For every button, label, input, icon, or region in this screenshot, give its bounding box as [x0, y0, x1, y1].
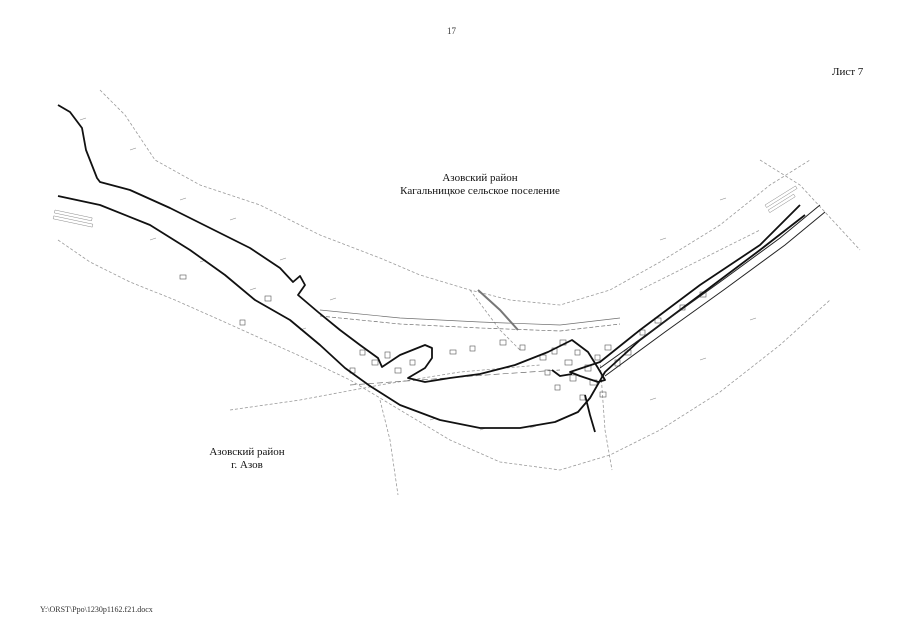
- boundary-connector: [551, 369, 573, 377]
- boundary-upper: [57, 104, 801, 383]
- survey-line-crossing-a: [469, 289, 521, 351]
- boundary-offshoot: [584, 394, 596, 433]
- region-north-line1: Азовский район: [442, 172, 518, 184]
- boundary-lower: [57, 195, 806, 429]
- west-annotation: [52, 209, 94, 228]
- footer-file-path: Y:\ORST\Ppo\1230p1162.f21.docx: [40, 605, 153, 614]
- region-south-line1: Азовский район: [209, 446, 285, 458]
- boundary-lines: [57, 104, 806, 433]
- region-south-line2: г. Азов: [231, 459, 263, 471]
- page-number: 17: [447, 26, 456, 36]
- region-label-south: Азовский район г. Азов: [192, 446, 302, 472]
- rail-spur: [477, 289, 519, 331]
- edge-annotations: [52, 185, 798, 228]
- survey-line-lower: [57, 239, 831, 471]
- sheet-label: Лист 7: [832, 66, 864, 78]
- region-north-line2: Кагальницкое сельское поселение: [400, 185, 560, 197]
- region-label-north: Азовский район Кагальницкое сельское пос…: [380, 172, 580, 198]
- road-line-1: [319, 309, 621, 326]
- survey-line-upper: [99, 89, 811, 306]
- east-corridor: [599, 204, 826, 377]
- east-corridor-line-1: [599, 204, 821, 369]
- northeast-annotation: [764, 185, 798, 213]
- survey-line-crossing-b: [379, 399, 399, 496]
- survey-lines: [57, 89, 861, 496]
- survey-ticks: [79, 117, 757, 431]
- east-corridor-line-2: [604, 211, 826, 377]
- road-line-2: [319, 315, 621, 332]
- survey-line-south: [229, 364, 541, 411]
- survey-line-crossing-d: [639, 229, 761, 291]
- survey-line-east: [759, 159, 861, 251]
- settlement-clusters: [179, 274, 707, 401]
- survey-line-crossing-c: [599, 359, 613, 471]
